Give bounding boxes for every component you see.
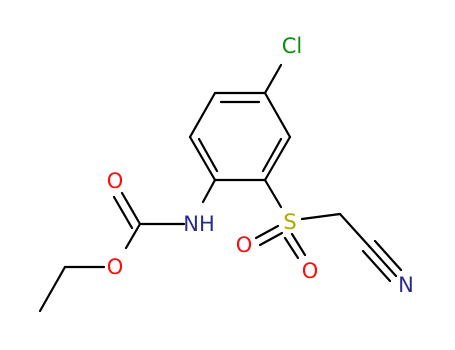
bond-triple-b bbox=[373, 239, 403, 272]
bond-ring-c5-c6 bbox=[263, 135, 292, 182]
bond-ring-c4-c5 bbox=[263, 91, 292, 139]
bond-ring-c2-c3 bbox=[188, 91, 217, 139]
atom-label-o-sulfonyl-left: O bbox=[236, 233, 253, 257]
bond-ch2-ch3 bbox=[38, 265, 67, 313]
bond-carbonyl-double-a bbox=[120, 191, 142, 226]
bond-ch2-cnitrile bbox=[338, 212, 371, 248]
bond-s-o-left-b bbox=[258, 231, 284, 247]
bond-s-o-bottom-b bbox=[290, 232, 307, 257]
atom-label-n-nitrile: N bbox=[398, 273, 414, 297]
benzene-ring bbox=[188, 91, 292, 182]
bond-c6-s bbox=[263, 178, 283, 209]
bond-carbonyl-oester bbox=[124, 222, 142, 250]
atom-label-nh: NH bbox=[183, 212, 215, 236]
bond-s-o-left-a bbox=[254, 224, 280, 240]
bond-s-ch2 bbox=[300, 212, 342, 221]
bond-c4-cl bbox=[263, 63, 283, 95]
atom-label-o-ester: O bbox=[107, 255, 124, 279]
bond-triple-a bbox=[367, 244, 398, 278]
bond-triple-c bbox=[361, 249, 392, 283]
bond-ring-c1-c2 bbox=[188, 135, 217, 182]
atom-label-s: S bbox=[283, 210, 296, 234]
bond-carbonyl-double-b bbox=[112, 195, 134, 230]
atom-label-o-sulfonyl-bottom: O bbox=[302, 259, 319, 283]
bond-s-o-bottom-a bbox=[283, 236, 300, 260]
bond-ring-inner-3 bbox=[261, 137, 283, 173]
atom-label-o-carbonyl: O bbox=[107, 169, 124, 193]
bond-c1-nh bbox=[201, 178, 217, 204]
atom-label-cl: Cl bbox=[282, 34, 303, 58]
bond-ring-inner-1 bbox=[197, 137, 219, 173]
